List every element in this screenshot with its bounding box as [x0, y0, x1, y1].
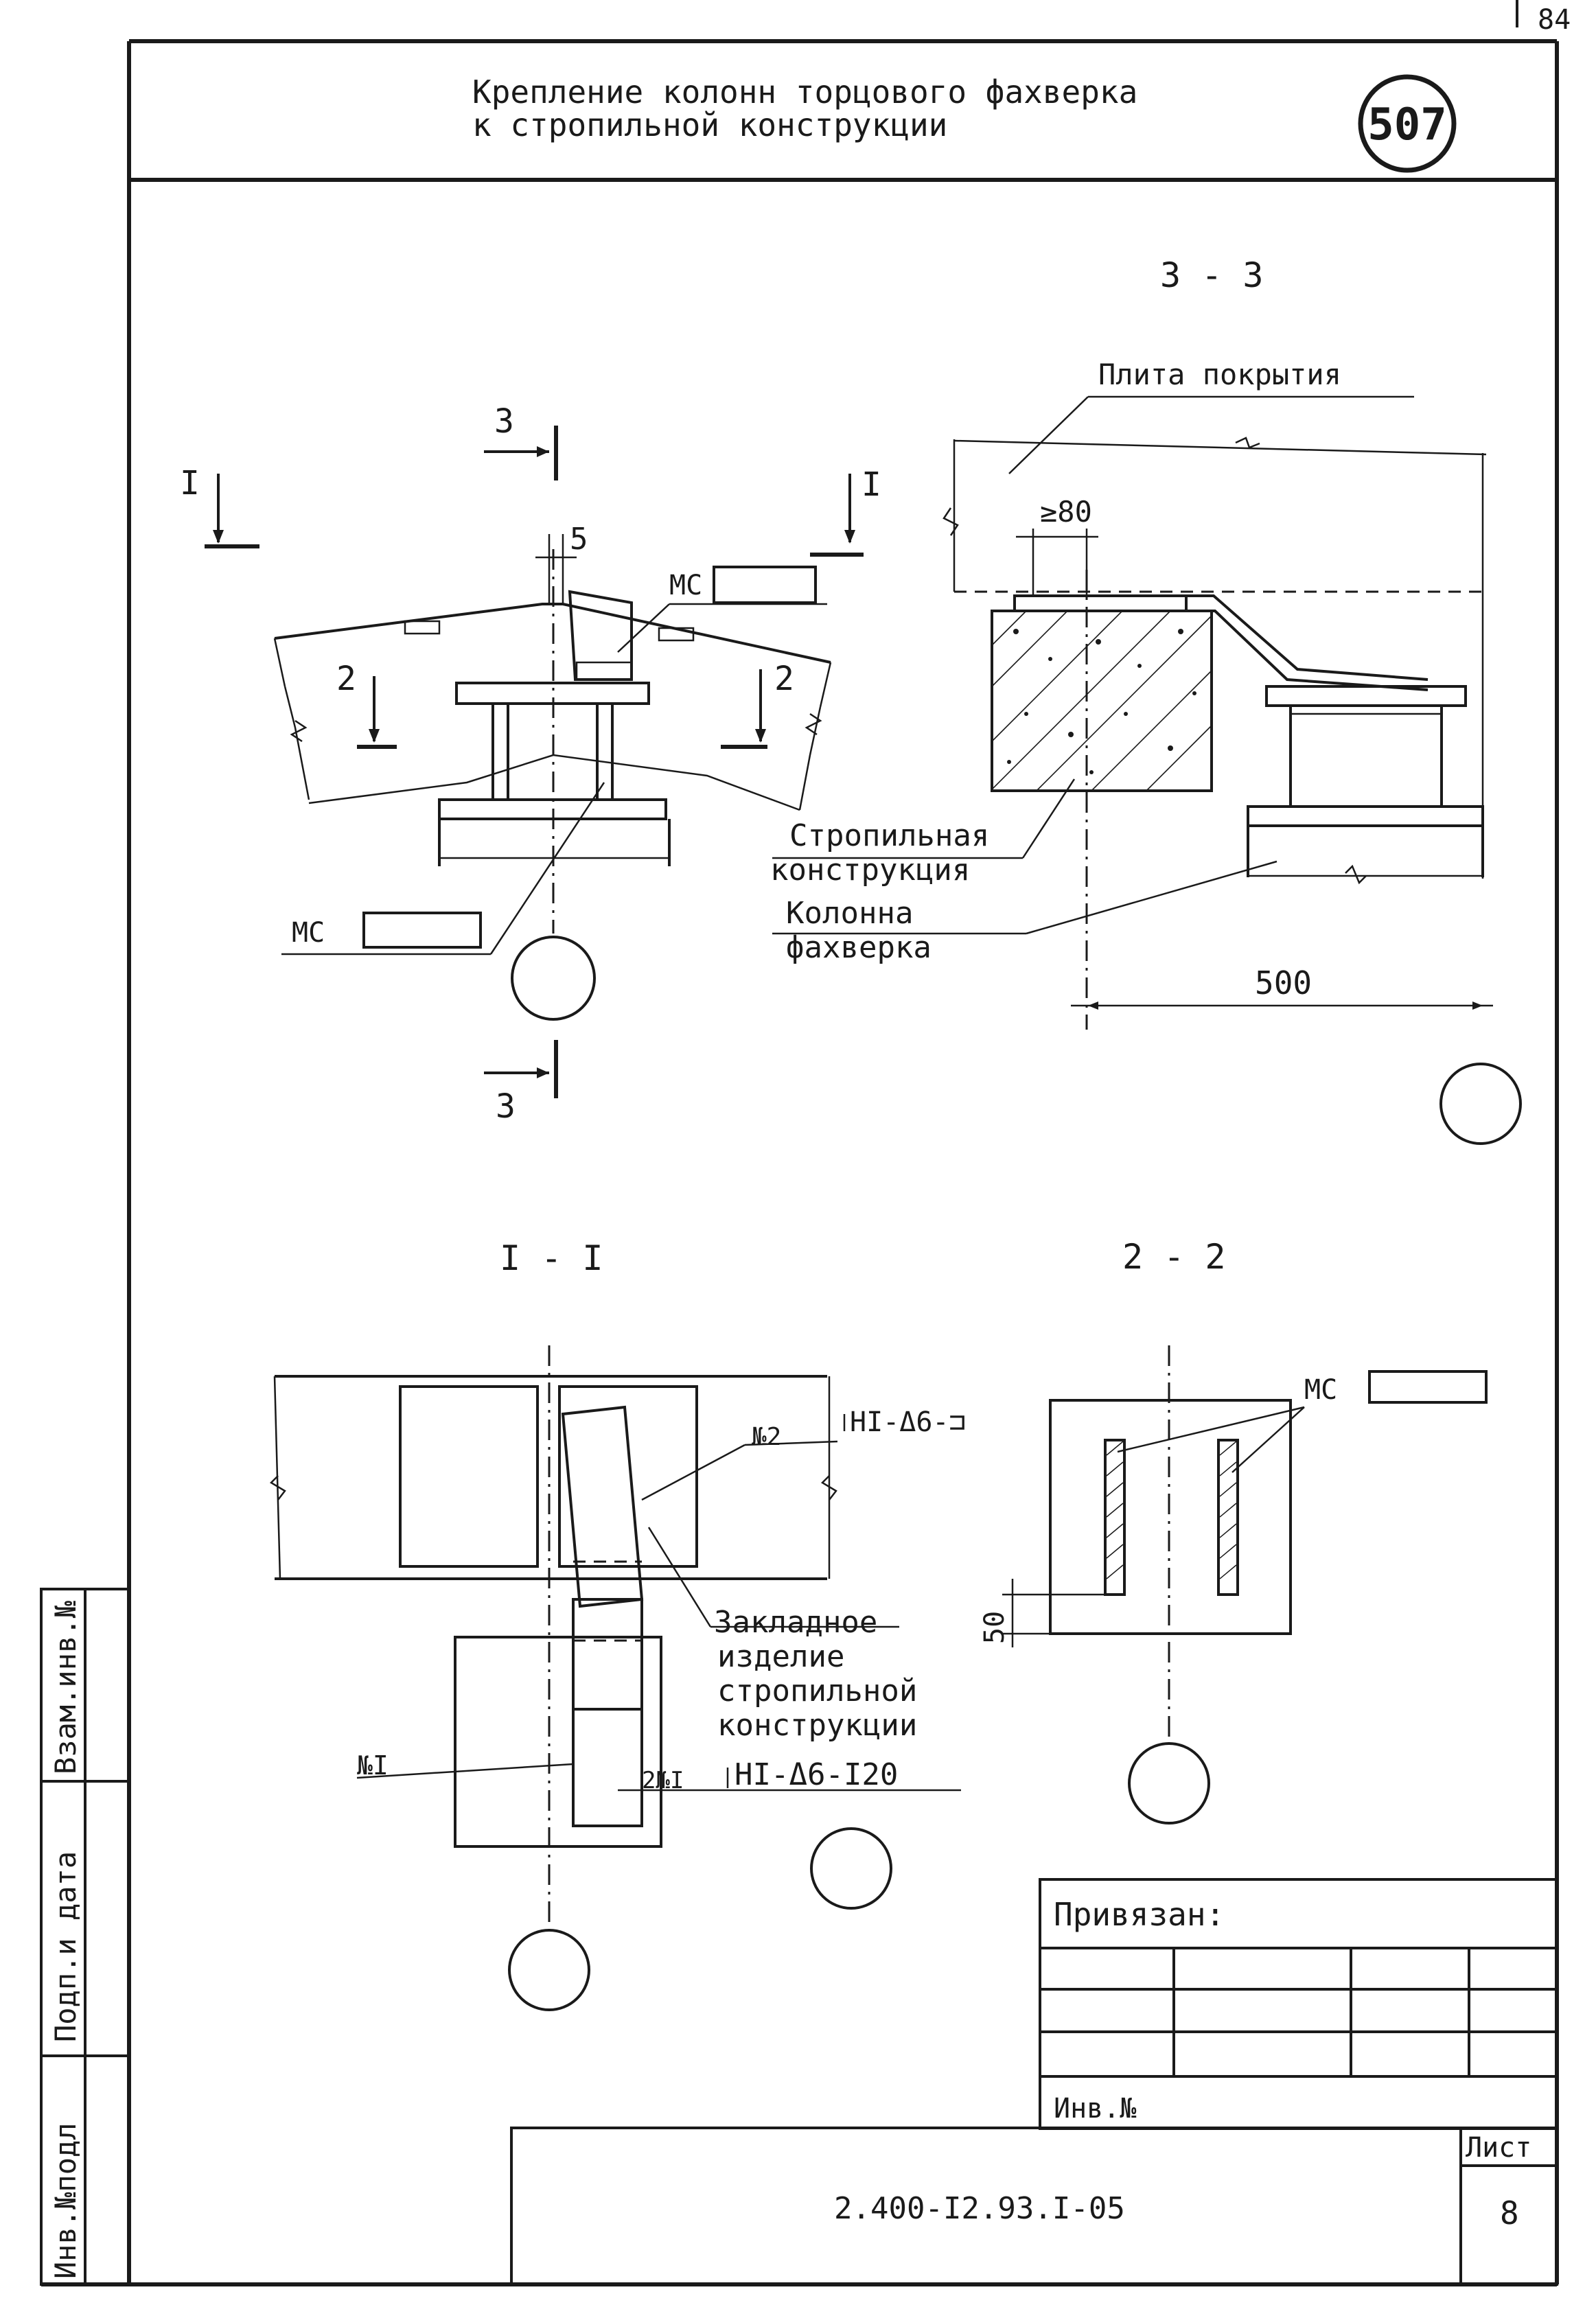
title-line-1: Крепление колонн торцового фахверка — [472, 73, 1137, 111]
zakladnoe-label-2: изделие — [717, 1639, 844, 1674]
side-podp-label: Подп.и дата — [49, 1851, 82, 2042]
inv-no-label: Инв.№ — [1054, 2093, 1136, 2124]
plan-view — [205, 426, 864, 1098]
svg-text:507: 507 — [1367, 100, 1447, 150]
list-number: 8 — [1500, 2194, 1519, 2232]
sheet-number-badge: 507 — [1358, 74, 1457, 173]
cut-3-top-label: 3 — [494, 402, 514, 441]
plita-label: Плита покрытия — [1098, 358, 1341, 391]
mc-2-2-label: МС — [1304, 1374, 1337, 1406]
privyazan-label: Привязан: — [1054, 1896, 1225, 1933]
side-stamp — [40, 1588, 130, 2286]
cut-1-right-label: I — [861, 465, 881, 504]
stropilnaya-label-1: Стропильная — [789, 818, 989, 853]
cut-1-left-label: I — [180, 464, 200, 502]
weld-bottom-prefix-label: 2№I — [642, 1767, 684, 1794]
n2-label: №2 — [751, 1423, 781, 1451]
stropilnaya-label-2: конструкция — [770, 853, 970, 888]
title-line-2: к стропильной конструкции — [472, 106, 947, 143]
zakladnoe-label-1: Закладное — [714, 1605, 877, 1640]
section-1-1-title: I - I — [500, 1238, 603, 1278]
weld-top-label: HI-Δ6-⊐ — [850, 1406, 966, 1438]
zakladnoe-label-4: конструкции — [717, 1708, 917, 1743]
corner-mark: 84 — [1538, 4, 1571, 36]
mc-top-label: МС — [669, 570, 702, 601]
weld-bottom-label: HI-Δ6-I20 — [735, 1757, 898, 1792]
kolonna-label-2: фахверка — [786, 930, 932, 965]
section-3-3 — [772, 395, 1522, 1145]
side-vzam-label: Взам.инв.№ — [49, 1600, 82, 1774]
dim-5-label: 5 — [570, 522, 588, 557]
section-3-3-title: 3 - 3 — [1160, 255, 1264, 295]
section-1-1 — [269, 1345, 961, 2011]
list-label: Лист — [1466, 2132, 1531, 2164]
side-inv-label: Инв.№подл — [49, 2122, 82, 2279]
kolonna-label-1: Колонна — [786, 896, 913, 931]
cut-2-right-label: 2 — [774, 660, 794, 698]
cut-3-bottom-label: 3 — [496, 1087, 516, 1126]
zakladnoe-label-3: стропильной — [717, 1673, 917, 1709]
section-2-2-title: 2 - 2 — [1122, 1237, 1226, 1277]
document-code: 2.400-I2.93.I-05 — [834, 2191, 1125, 2226]
cut-2-left-label: 2 — [336, 660, 356, 698]
mc-bottom-label: МС — [292, 917, 325, 949]
section-2-2 — [1002, 1345, 1488, 1825]
dim-500-label: 500 — [1255, 964, 1312, 1001]
dim-80-label: ≥80 — [1040, 495, 1092, 529]
n1-label: №I — [357, 1750, 389, 1781]
sheet-frame — [41, 0, 1559, 2286]
dim-50-label: 50 — [979, 1611, 1010, 1644]
title-block — [510, 1878, 1558, 2286]
